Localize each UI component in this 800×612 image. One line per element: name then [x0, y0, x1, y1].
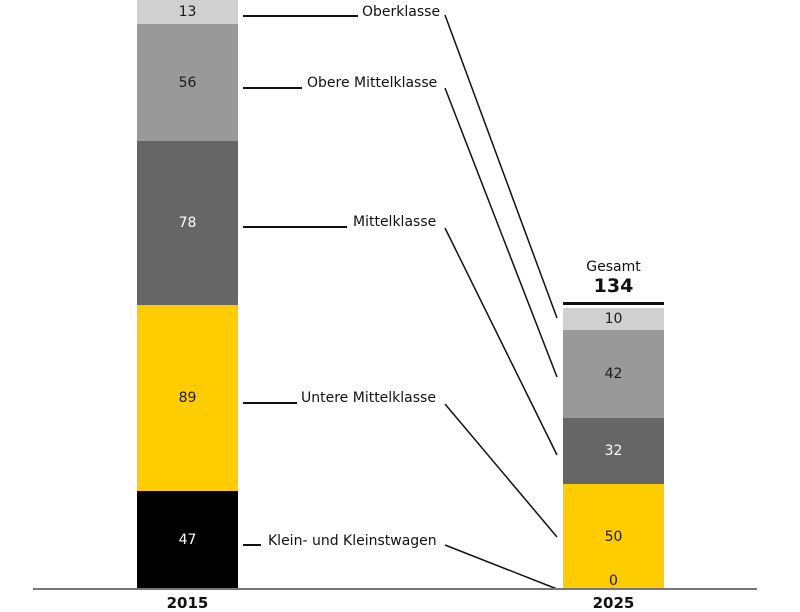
segment-oberklasse-2015: 13 — [137, 0, 238, 24]
label-oberklasse: Oberklasse — [362, 4, 441, 20]
bar-2015: 13 56 78 89 47 — [137, 0, 238, 589]
connector-mittelklasse — [444, 227, 558, 456]
x-tick-2025: 2025 — [592, 594, 635, 612]
value-label: 0 — [609, 572, 618, 589]
total-rule — [563, 302, 664, 305]
value-label: 32 — [604, 443, 623, 459]
value-label: 42 — [604, 366, 623, 382]
connector-tick-oberklasse — [243, 15, 358, 17]
connector-obere-mittelklasse — [444, 87, 558, 378]
value-label: 10 — [604, 311, 623, 327]
x-tick-2015: 2015 — [166, 594, 209, 612]
segment-klein-2015: 47 — [137, 491, 238, 589]
x-axis-baseline — [33, 588, 757, 590]
connector-tick-mittelklasse — [243, 226, 347, 228]
connector-oberklasse — [444, 14, 558, 319]
segment-untere-mittelklasse-2025: 50 — [563, 484, 664, 589]
label-klein: Klein- und Kleinstwagen — [268, 533, 437, 549]
connector-tick-untere-mittelklasse — [243, 402, 297, 404]
segment-untere-mittelklasse-2015: 89 — [137, 305, 238, 491]
label-mittelklasse: Mittelklasse — [353, 214, 437, 230]
value-label: 47 — [178, 532, 197, 548]
total-caption: Gesamt — [586, 259, 641, 275]
connector-tick-obere-mittelklasse — [243, 87, 302, 89]
connector-tick-klein — [243, 544, 261, 546]
segment-obere-mittelklasse-2015: 56 — [137, 24, 238, 141]
value-label: 56 — [178, 74, 197, 91]
connector-untere-mittelklasse — [444, 403, 558, 538]
value-label: 78 — [178, 215, 197, 231]
label-untere-mittelklasse: Untere Mittelklasse — [301, 390, 436, 406]
bar-2025: 10 42 32 50 0 — [563, 308, 664, 589]
value-label: 89 — [178, 390, 197, 406]
label-obere-mittelklasse: Obere Mittelklasse — [307, 75, 438, 91]
connector-klein — [444, 544, 558, 590]
segment-oberklasse-2025: 10 — [563, 308, 664, 330]
segment-obere-mittelklasse-2025: 42 — [563, 330, 664, 418]
segment-mittelklasse-2025: 32 — [563, 418, 664, 484]
value-label: 50 — [604, 528, 623, 545]
segment-mittelklasse-2015: 78 — [137, 141, 238, 305]
value-label: 13 — [178, 4, 197, 20]
total-value: 134 — [593, 275, 634, 297]
segment-klein-2025: 0 — [563, 572, 664, 589]
